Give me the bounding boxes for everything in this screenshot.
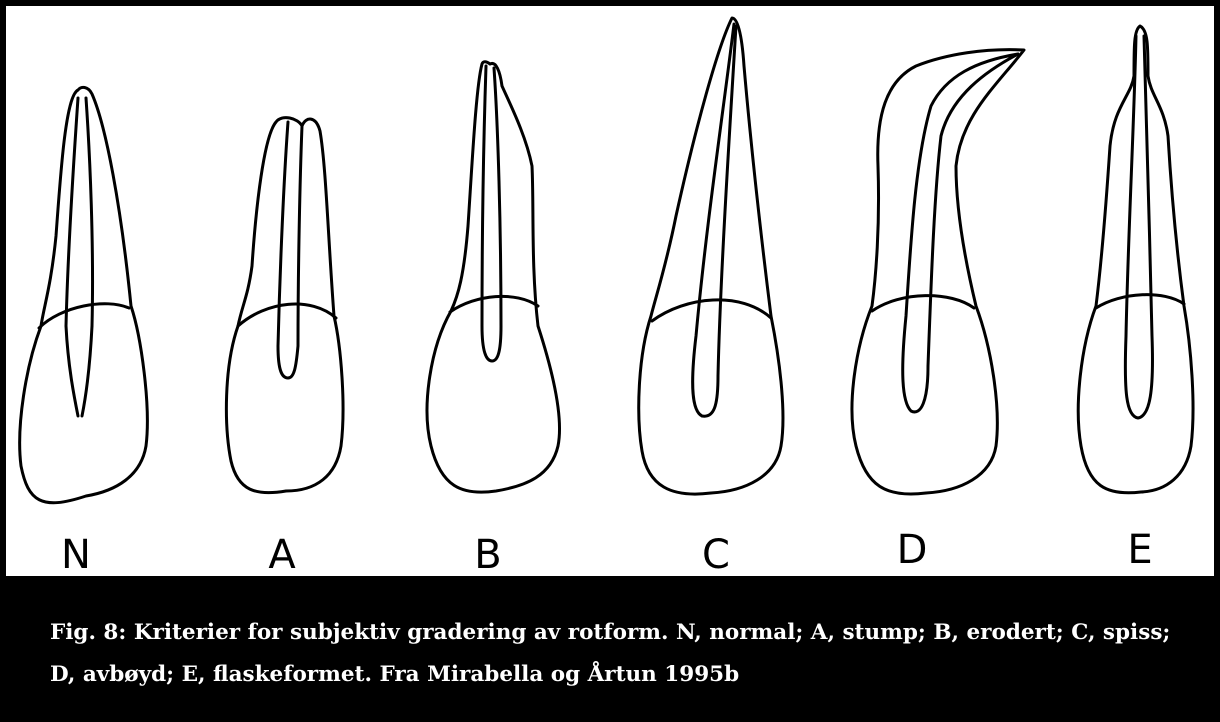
tooth-d-cej	[872, 296, 974, 311]
root-shape-diagram: N A B C D	[6, 6, 1214, 576]
tooth-label-c: C	[702, 532, 730, 576]
tooth-e-cej	[1096, 295, 1184, 308]
tooth-b-outline	[427, 62, 559, 492]
tooth-n-canal	[66, 98, 93, 416]
figure-panel: N A B C D	[6, 6, 1214, 576]
tooth-b: B	[427, 62, 559, 576]
tooth-d: D	[852, 50, 1024, 573]
tooth-e-canal	[1125, 36, 1152, 418]
tooth-a-cej	[238, 304, 336, 326]
figure-caption: Fig. 8: Kriterier for subjektiv graderin…	[50, 612, 1180, 696]
tooth-c: C	[639, 18, 783, 576]
tooth-a: A	[226, 118, 343, 576]
tooth-c-canal	[693, 24, 736, 416]
tooth-a-canal	[278, 122, 302, 378]
tooth-label-b: B	[474, 532, 501, 576]
tooth-n: N	[20, 87, 148, 576]
tooth-label-a: A	[268, 532, 296, 576]
tooth-e: E	[1078, 26, 1193, 573]
tooth-b-canal	[482, 66, 501, 361]
tooth-c-outline	[639, 18, 783, 494]
tooth-n-outline	[20, 87, 148, 502]
tooth-d-outline	[852, 50, 1024, 494]
tooth-n-cej	[39, 304, 129, 328]
tooth-label-d: D	[897, 527, 928, 573]
tooth-label-n: N	[61, 532, 91, 576]
tooth-c-cej	[652, 300, 771, 321]
tooth-label-e: E	[1127, 527, 1152, 573]
tooth-b-cej	[450, 296, 538, 312]
